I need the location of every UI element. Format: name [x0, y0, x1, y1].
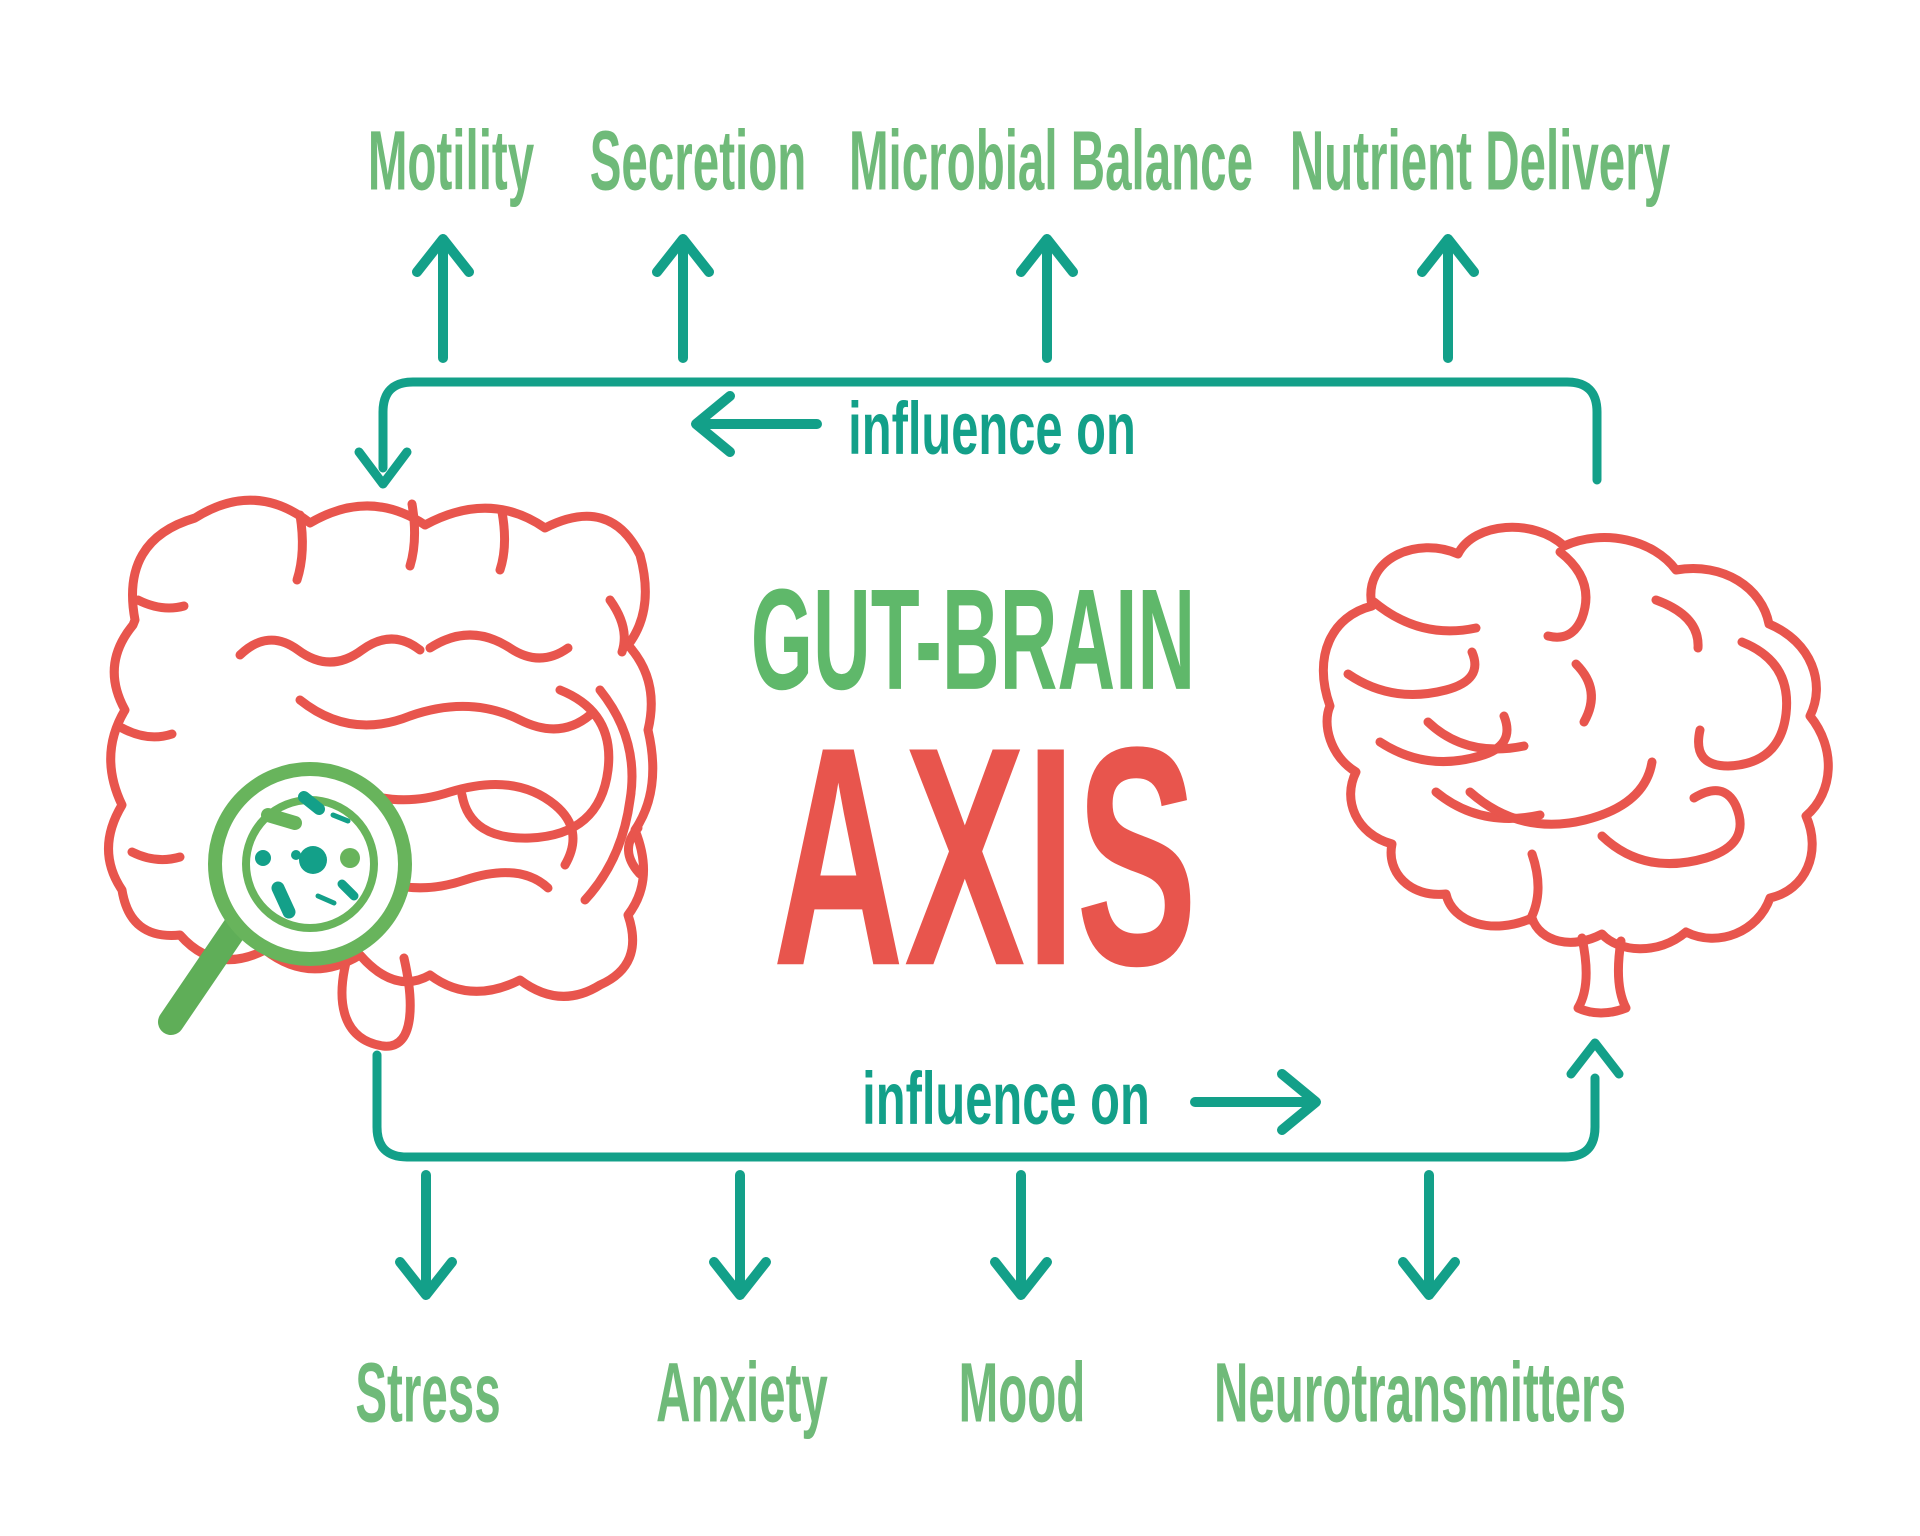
brain-fold [1525, 849, 1543, 925]
intestines-illustration [104, 495, 658, 1051]
arrow-left-icon [691, 391, 822, 457]
microbe-rod [298, 791, 325, 815]
brain-fold [1694, 637, 1792, 771]
haustra-tick [117, 723, 177, 742]
top-label-microbial-balance: Microbial Balance [848, 112, 1254, 208]
microbe-rod [330, 812, 351, 824]
haustra-tick [624, 823, 645, 879]
microbe-dot [340, 848, 360, 868]
magnifier-with-microbes-icon [158, 762, 412, 1035]
brain-stem [1573, 933, 1631, 1018]
bottom-influence-label: influence on [862, 1056, 1150, 1140]
brain-fold [1651, 595, 1703, 653]
bracket-line [378, 377, 1602, 485]
top-label-nutrient-delivery: Nutrient Delivery [1289, 112, 1671, 208]
microbe-rod [261, 808, 302, 830]
small-intestine-coil [580, 685, 637, 905]
up-arrows [412, 234, 1479, 363]
microbe-rod [337, 879, 359, 901]
top-influence-bracket [354, 377, 1602, 489]
microbe-dot [299, 846, 327, 874]
arrow-down-icon [990, 1170, 1052, 1300]
arrow-up-icon [412, 234, 474, 363]
brain-fold [1543, 547, 1591, 642]
arrow-right-icon [1190, 1069, 1321, 1135]
arrow-down-icon [1398, 1170, 1460, 1300]
bottom-label-mood: Mood [958, 1344, 1086, 1440]
brain-fold [1343, 647, 1480, 699]
arrow-down-icon [395, 1170, 457, 1300]
brain-illustration [1318, 522, 1833, 1018]
haustra-tick [292, 510, 307, 585]
brain-outline [1318, 522, 1833, 954]
small-intestine-coil [235, 634, 425, 667]
bottom-influence-bracket [372, 1038, 1624, 1162]
arrow-up-icon [1016, 234, 1078, 363]
page-title-gut-brain: GUT-BRAIN [750, 560, 1196, 720]
haustra-tick [495, 507, 510, 575]
brain-fold [1431, 787, 1545, 823]
arrow-up-icon [1417, 234, 1479, 363]
bottom-label-neurotransmitters: Neurotransmitters [1214, 1344, 1626, 1440]
bottom-label-stress: Stress [355, 1344, 501, 1440]
top-label-motility: Motility [367, 112, 535, 208]
small-intestine-coil [457, 685, 614, 843]
microbe-dot [291, 850, 301, 860]
top-influence-label: influence on [848, 386, 1136, 470]
top-label-secretion: Secretion [589, 112, 807, 208]
arrow-down-icon [709, 1170, 771, 1300]
microbes [255, 791, 360, 919]
haustra-tick [405, 499, 420, 571]
microbe-rod [315, 893, 337, 906]
bottom-label-anxiety: Anxiety [656, 1344, 828, 1440]
page-title-axis: AXIS [772, 683, 1198, 1032]
arrow-down-icon [354, 447, 412, 489]
arrow-up-icon [1566, 1038, 1624, 1079]
brain-fold [1465, 757, 1657, 829]
haustra-tick [133, 595, 189, 613]
cerebellum-fold [1597, 786, 1745, 869]
brain-fold [1375, 711, 1512, 767]
microbe-rod [271, 881, 296, 919]
arrow-up-icon [652, 234, 714, 363]
brain-fold [1369, 597, 1481, 636]
haustra-tick [605, 595, 629, 657]
microbe-dot [255, 850, 271, 866]
small-intestine-coil [295, 695, 595, 734]
small-intestine-coil [425, 630, 573, 663]
down-arrows [395, 1170, 1460, 1300]
rectum-tail [337, 937, 415, 1051]
brain-fold [1423, 717, 1529, 754]
haustra-tick [127, 847, 185, 865]
bracket-line [372, 1050, 1600, 1162]
brain-fold [1571, 659, 1596, 727]
